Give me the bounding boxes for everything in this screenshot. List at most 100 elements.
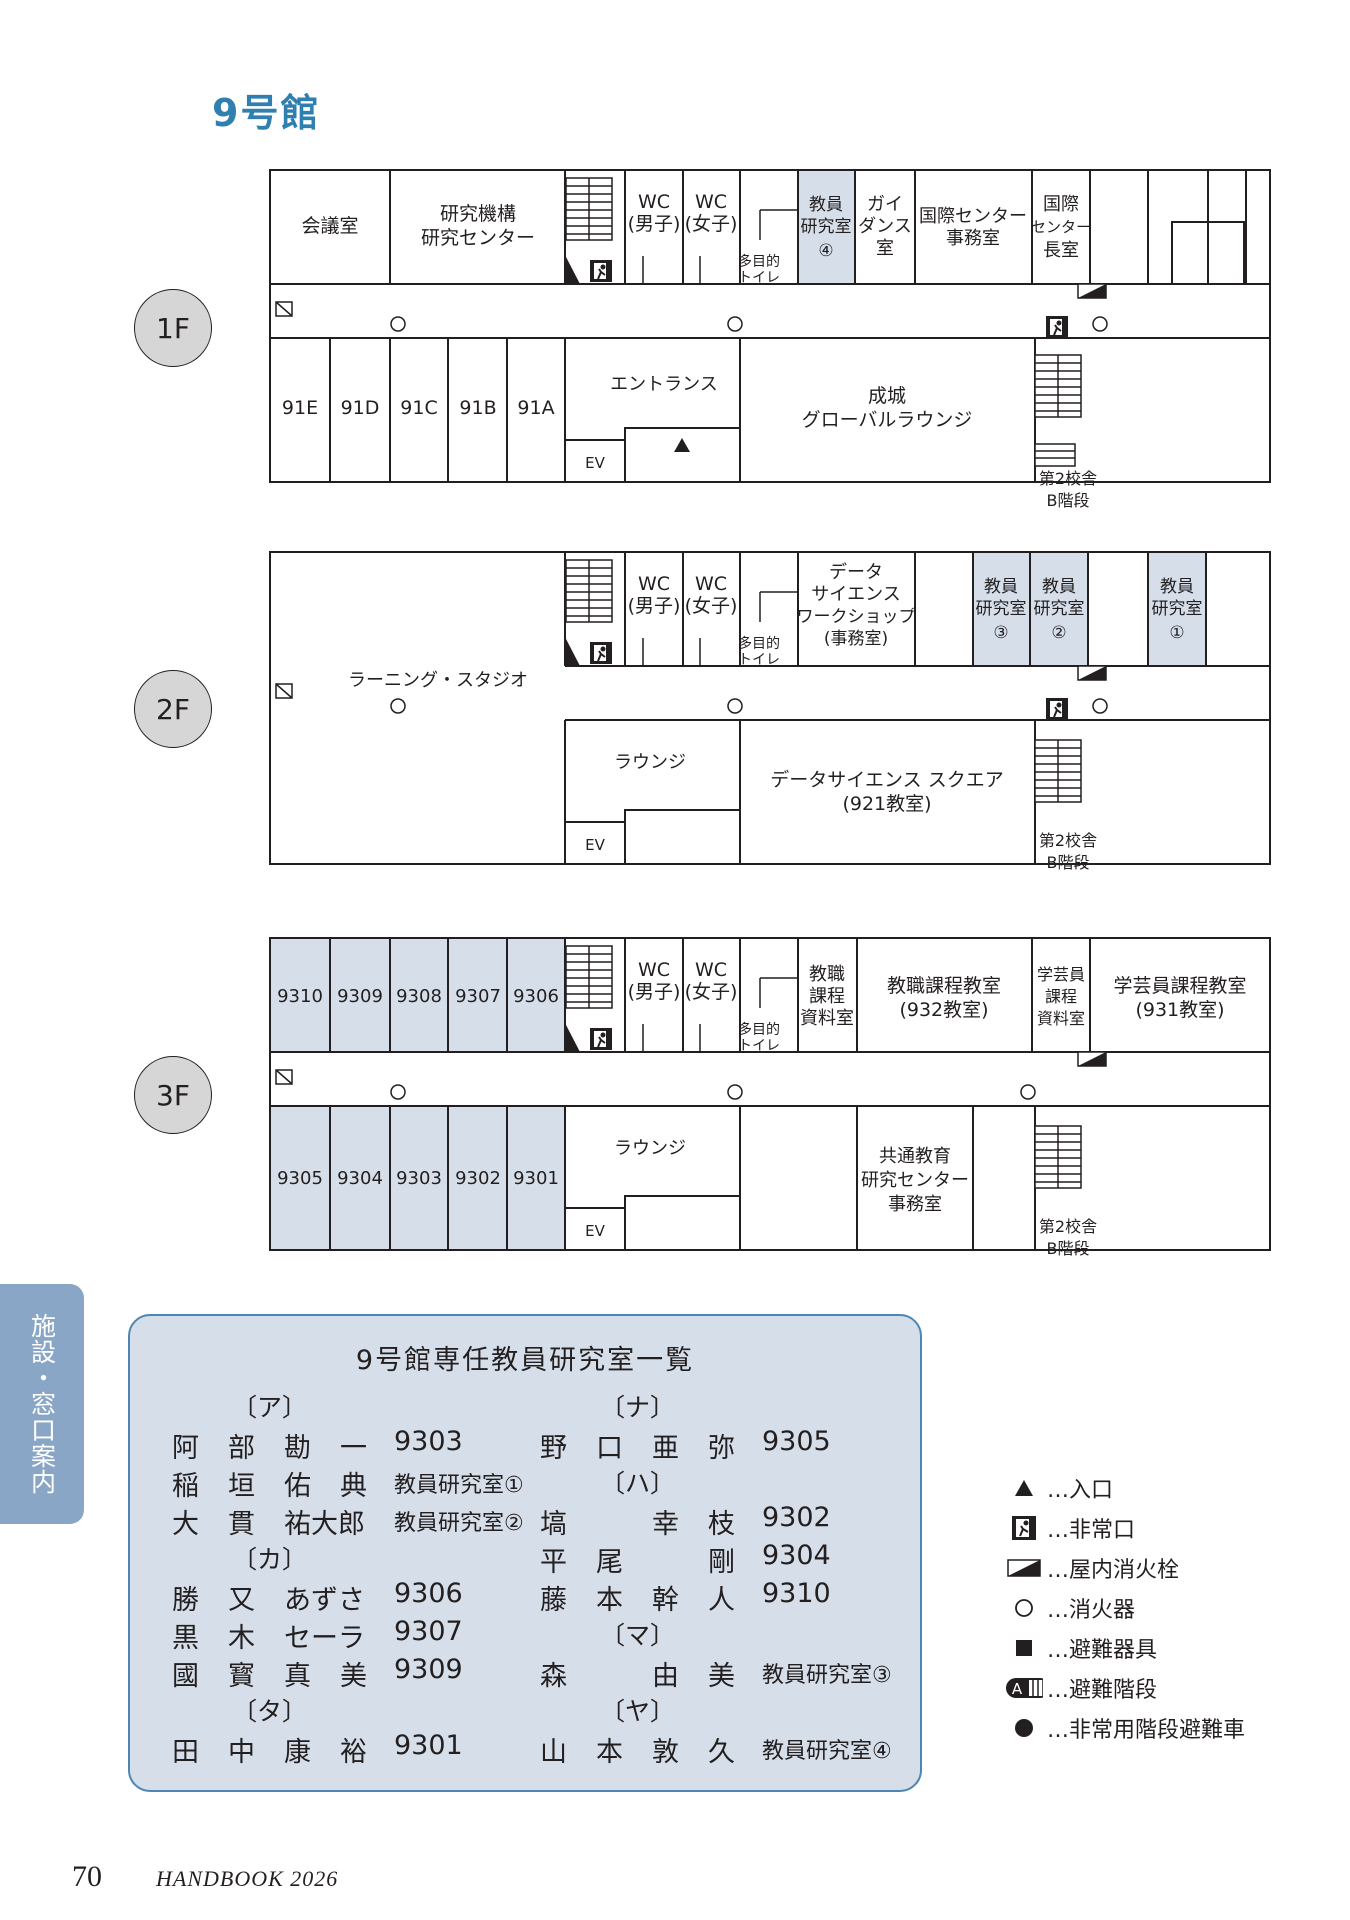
legend-item: …屋内消火栓 <box>1005 1552 1179 1584</box>
label-kokusai-cho: 国際 <box>1043 194 1079 215</box>
label-entrance: エントランス <box>610 374 718 395</box>
legend-label: …避難器具 <box>1047 1638 1158 1663</box>
faculty-room: 9301 <box>394 1730 463 1761</box>
legend-label: …避難階段 <box>1047 1678 1158 1703</box>
room-9302: 9302 <box>455 1168 501 1189</box>
kana-heading: 〔ヤ〕 <box>600 1697 676 1726</box>
label-tamokuteki-2f-sub: トイレ <box>738 652 780 668</box>
faculty-name-part: 人 <box>708 1585 735 1616</box>
label-gakugei-shiryo: 学芸員 <box>1037 965 1085 984</box>
room-9307: 9307 <box>455 986 501 1007</box>
faculty-room: 教員研究室① <box>394 1473 524 1498</box>
legend-label: …入口 <box>1047 1478 1114 1503</box>
legend-label: …非常用階段避難車 <box>1047 1718 1246 1743</box>
room-91d: 91D <box>341 397 380 419</box>
faculty-name-part: 美 <box>340 1661 367 1692</box>
kana-heading: 〔タ〕 <box>232 1697 308 1726</box>
label-lounge-2f: ラウンジ <box>614 752 686 773</box>
faculty-name-part: 佑 <box>284 1471 311 1502</box>
faculty-name-part: 康 <box>284 1737 311 1768</box>
label-ev-3f: EV <box>585 1222 605 1240</box>
faculty-name-part: 稲 <box>172 1471 199 1502</box>
faculty-room: 教員研究室② <box>394 1511 524 1536</box>
faculty-name-part: 垣 <box>228 1471 255 1502</box>
label-kyoin-4-sub: 研究室 <box>801 217 852 237</box>
faculty-name-part: 本 <box>596 1737 623 1768</box>
faculty-room: 9305 <box>762 1426 831 1457</box>
legend-label: …屋内消火栓 <box>1047 1558 1180 1583</box>
faculty-name-part: 阿 <box>172 1433 199 1464</box>
legend-item: …入口 <box>1005 1472 1113 1504</box>
room-91a: 91A <box>517 397 554 419</box>
label-kyotsu-2: 研究センター <box>861 1170 969 1191</box>
label-kaigishitsu: 会議室 <box>301 215 358 237</box>
label-kokusai-cho-2: センター <box>1031 218 1091 236</box>
room-9310: 9310 <box>277 986 323 1007</box>
faculty-name-part: 木 <box>228 1623 255 1654</box>
room-9303: 9303 <box>396 1168 442 1189</box>
label-kokusai-cho-3: 長室 <box>1043 240 1079 261</box>
room-9308: 9308 <box>396 986 442 1007</box>
label-kyoin-3-sub: 研究室 <box>976 599 1027 619</box>
label-wc-f: WC <box>695 191 727 213</box>
label-kyoin-1: 教員 <box>1160 577 1194 597</box>
handbook-label: HANDBOOK 2026 <box>156 1866 339 1891</box>
label-kyoin-1-sub: 研究室 <box>1152 599 1203 619</box>
faculty-name-part: 野 <box>540 1433 567 1464</box>
faculty-name-part: 幸 <box>652 1509 679 1540</box>
room-91c: 91C <box>400 397 437 419</box>
faculty-name-part: 山 <box>540 1737 567 1768</box>
label-kyoshoku-shiryo-2: 課程 <box>809 986 845 1007</box>
label-wc-f-2f: WC <box>695 573 727 595</box>
faculty-name-part: 塙 <box>540 1509 567 1540</box>
legend-item: …避難器具 <box>1005 1632 1157 1664</box>
side-tab-facilities[interactable]: 施設・窓口案内 <box>0 1284 84 1524</box>
label-ds-ws-4: (事務室) <box>824 629 888 649</box>
label-kyoshoku-kyoshitsu-2: (932教室) <box>899 999 988 1021</box>
label-lounge-3f: ラウンジ <box>614 1138 686 1159</box>
faculty-room: 9309 <box>394 1654 463 1685</box>
label-wc-f-3f-sub: (女子) <box>685 981 738 1003</box>
room-9301: 9301 <box>513 1168 559 1189</box>
label-kokusai-jimu-2: 事務室 <box>946 228 1000 249</box>
room-9306: 9306 <box>513 986 559 1007</box>
label-tamokuteki-sub: トイレ <box>738 270 780 286</box>
faculty-name-part: 本 <box>596 1585 623 1616</box>
label-wc-m-3f-sub: (男子) <box>628 981 681 1003</box>
kana-heading: 〔ナ〕 <box>600 1393 676 1422</box>
label-kenkyu-kiko-1: 研究機構 <box>440 203 516 225</box>
kana-heading: 〔ア〕 <box>232 1393 308 1422</box>
faculty-name-part: 典 <box>340 1471 367 1502</box>
label-kyotsu-3: 事務室 <box>888 1194 942 1215</box>
faculty-name-part: 田 <box>172 1737 199 1768</box>
room-9309: 9309 <box>337 986 383 1007</box>
label-kenkyu-kiko-2: 研究センター <box>421 227 535 249</box>
fire-extinguisher-icon <box>1005 1597 1043 1619</box>
faculty-name-part: 幹 <box>652 1585 679 1616</box>
floor-badge-3f: 3F <box>134 1056 212 1134</box>
label-kyoshoku-shiryo-3: 資料室 <box>800 1008 854 1029</box>
label-guidance-2: ダンス <box>858 216 912 237</box>
label-ds-ws-2: サイエンス <box>811 584 900 605</box>
label-kyoshoku-shiryo: 教職 <box>809 964 845 985</box>
faculty-name-part: 勝 <box>172 1585 199 1616</box>
label-wc-m-2f: WC <box>638 573 670 595</box>
label-ds-ws: データ <box>829 562 883 583</box>
legend-item: …非常口 <box>1005 1512 1135 1544</box>
legend-item: A …避難階段 <box>1005 1672 1157 1704</box>
faculty-name-part: 藤 <box>540 1585 567 1616</box>
label-wc-f-2f-sub: (女子) <box>685 595 738 617</box>
faculty-name-part: 弥 <box>708 1433 735 1464</box>
kana-heading: 〔カ〕 <box>232 1545 308 1574</box>
label-kokusai-jimu: 国際センター <box>919 206 1027 227</box>
faculty-name-part: 部 <box>228 1433 255 1464</box>
faculty-list-title: 9号館専任教員研究室一覧 <box>355 1345 695 1376</box>
svg-text:A: A <box>1012 1680 1023 1698</box>
label-wc-f-sub: (女子) <box>685 213 738 235</box>
faculty-room: 9307 <box>394 1616 463 1647</box>
entrance-triangle-icon <box>674 438 690 452</box>
label-kyoin-2-num: ② <box>1051 623 1066 643</box>
legend-label: …非常口 <box>1047 1518 1136 1543</box>
